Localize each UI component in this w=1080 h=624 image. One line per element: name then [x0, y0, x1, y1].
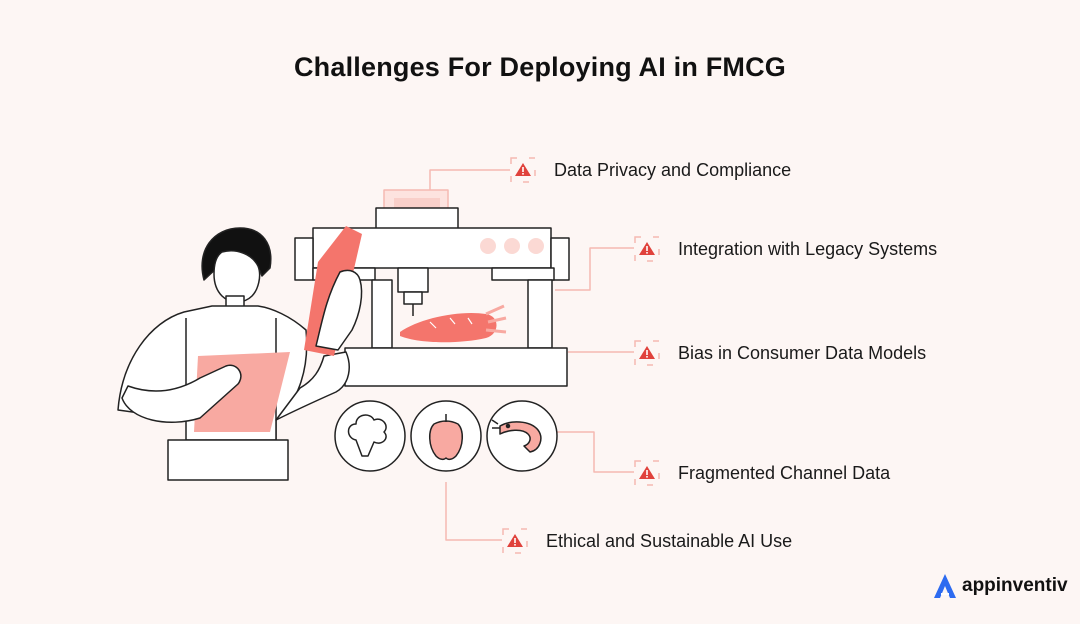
challenge-item: Bias in Consumer Data Models	[634, 338, 926, 368]
warning-icon	[634, 340, 660, 366]
carrot-icon	[400, 304, 507, 343]
counter	[167, 439, 289, 481]
pepper-icon	[410, 400, 482, 472]
machine-right-leg	[527, 279, 553, 349]
challenge-label: Integration with Legacy Systems	[678, 238, 938, 259]
brand-name: appinventiv	[962, 575, 1068, 596]
shrimp-icon	[486, 400, 558, 472]
challenge-item: Data Privacy and Compliance	[510, 155, 791, 185]
challenge-label: Bias in Consumer Data Models	[678, 342, 927, 363]
challenge-item: Integration with Legacy Systems	[634, 234, 937, 264]
brand-logo: appinventiv	[932, 572, 1068, 600]
challenge-label: Ethical and Sustainable AI Use	[546, 530, 793, 551]
warning-icon	[634, 236, 660, 262]
connector-lines	[429, 169, 634, 541]
challenge-item: Ethical and Sustainable AI Use	[502, 526, 792, 556]
warning-icon	[502, 528, 528, 554]
broccoli-icon	[334, 400, 406, 472]
conveyor	[344, 347, 568, 387]
challenge-label: Data Privacy and Compliance	[554, 159, 792, 180]
machine-left-leg	[371, 279, 393, 349]
appinventiv-logo-icon	[934, 574, 956, 598]
challenge-label: Fragmented Channel Data	[678, 462, 891, 483]
page-title: Challenges For Deploying AI in FMCG	[293, 52, 787, 82]
warning-icon	[510, 157, 536, 183]
worker-figure	[117, 226, 363, 481]
warning-icon	[634, 460, 660, 486]
challenge-item: Fragmented Channel Data	[634, 458, 890, 488]
